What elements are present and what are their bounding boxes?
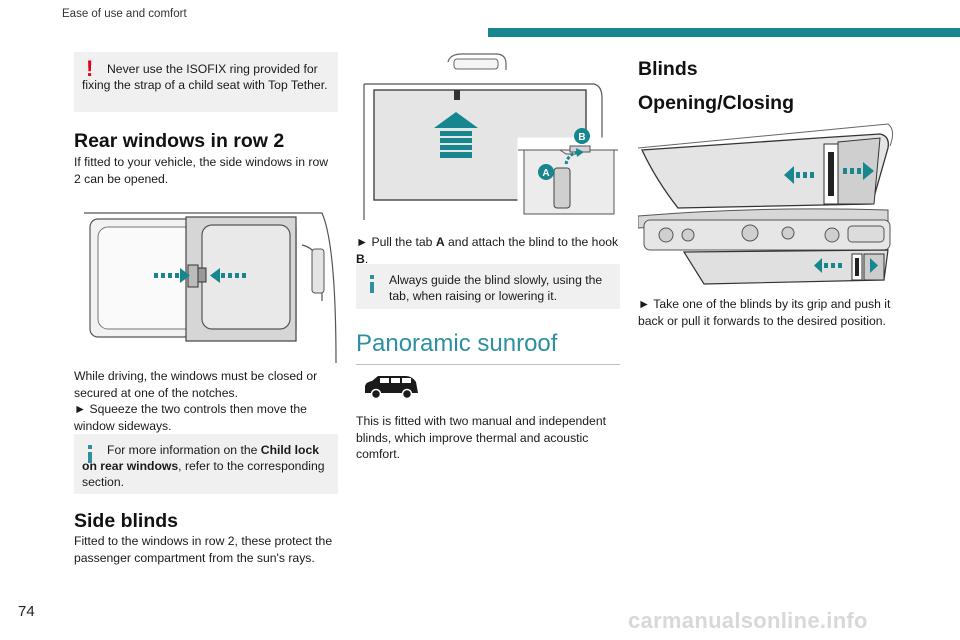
label-a: A — [542, 168, 549, 179]
rear-windows-body: While driving, the windows must be close… — [74, 369, 318, 400]
car-icon — [365, 376, 418, 400]
exclamation-icon: ! — [86, 56, 94, 81]
info-icon — [370, 275, 374, 279]
info-text-suffix: , refer to the corresponding section. — [82, 459, 325, 489]
rear-windows-intro: If fitted to your vehicle, the side wind… — [74, 155, 329, 186]
label-b: B — [578, 132, 585, 143]
panoramic-sunroof-heading: Panoramic sunroof — [356, 330, 558, 357]
blinds-step: ► Take one of the blinds by its grip and… — [638, 297, 891, 328]
sunroof-text: This is fitted with two manual and indep… — [356, 414, 606, 461]
opening-closing-heading: Opening/Closing — [638, 92, 794, 114]
warning-text: Never use the ISOFIX ring provided for f… — [82, 62, 328, 92]
info-text-bold: Child lock on rear windows — [82, 443, 320, 473]
arrow-icon — [154, 268, 246, 283]
side-blind-illustration: B A — [363, 53, 619, 225]
side-blinds-text: Fitted to the windows in row 2, these pr… — [74, 534, 333, 565]
info-text-prefix: For more information on the — [107, 443, 261, 457]
page-number: 74 — [18, 603, 35, 620]
sunroof-blinds-illustration — [638, 123, 894, 285]
heading-underline — [356, 364, 620, 365]
warning-notice: ! Never use the ISOFIX ring provided for… — [74, 52, 338, 112]
info-icon — [88, 445, 92, 449]
rear-windows-heading: Rear windows in row 2 — [74, 130, 285, 152]
pull-tab-step: ► Pull the tab A and attach the blind to… — [356, 235, 619, 266]
info-notice-child-lock: For more information on the Child lock o… — [74, 434, 338, 494]
header-accent-bar — [488, 28, 960, 37]
arrow-icon — [814, 258, 878, 273]
watermark: carmanualsonline.info — [628, 608, 868, 633]
rear-window-illustration — [84, 212, 337, 364]
info-blind-text: Always guide the blind slowly, using the… — [389, 273, 603, 303]
blinds-heading: Blinds — [638, 58, 698, 80]
arrow-icon — [784, 162, 874, 184]
rear-windows-step: ► Squeeze the two controls then move the… — [74, 402, 307, 433]
info-notice-blind: Always guide the blind slowly, using the… — [356, 264, 620, 309]
section-title: Ease of use and comfort — [62, 8, 187, 20]
side-blinds-heading: Side blinds — [74, 510, 179, 532]
